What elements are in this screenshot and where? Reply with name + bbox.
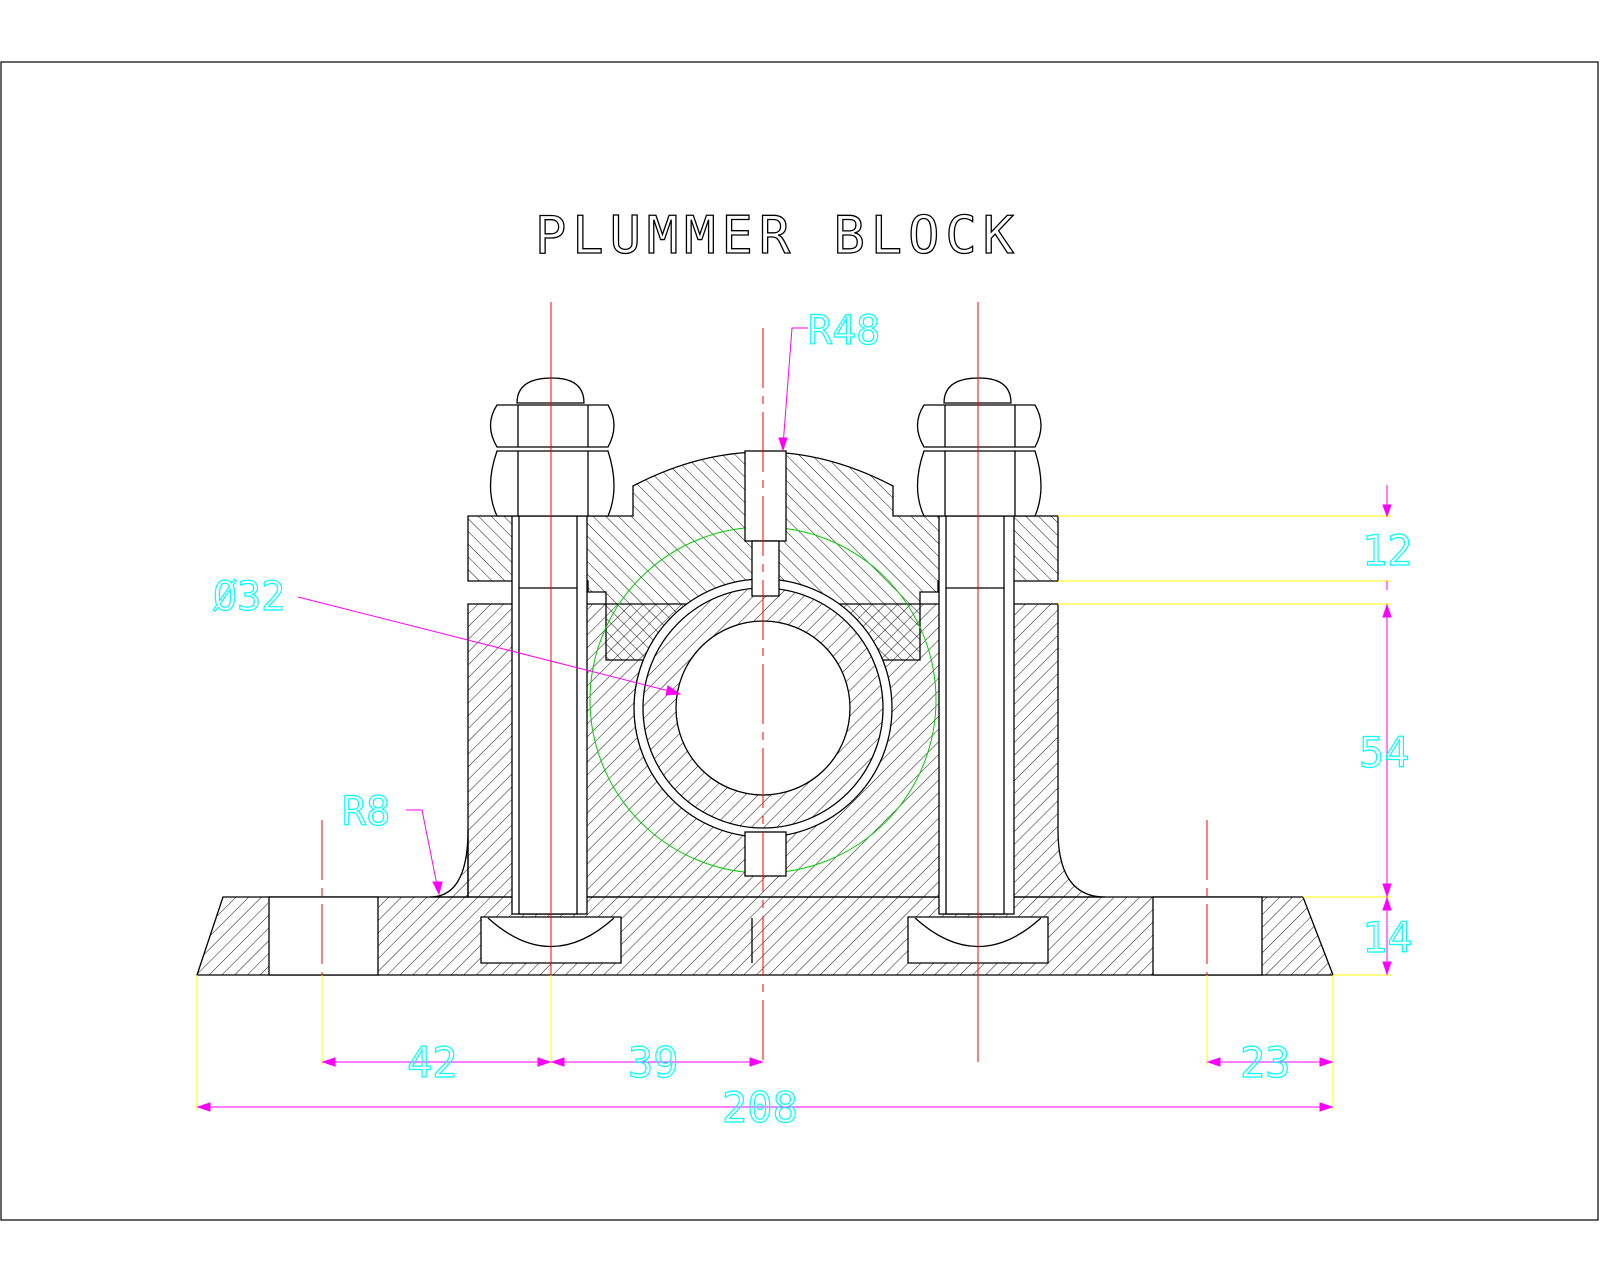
dim-base-thickness: 14: [1362, 913, 1413, 962]
dim-overall-length: 208: [722, 1083, 798, 1132]
oil-hole-mid: [751, 540, 780, 597]
centerlines: [321, 302, 1208, 1062]
dim-cap-thickness: 12: [1362, 526, 1413, 575]
extension-lines: [196, 515, 1392, 1110]
dim-bolt-hole-offset: 42: [407, 1038, 458, 1087]
left-nuts: [489, 377, 615, 517]
dim-bearing-radius: R48: [808, 308, 880, 354]
left-bolt: [480, 515, 622, 964]
dim-bolt-to-center: 39: [628, 1038, 679, 1087]
dim-right-hole-offset: 23: [1240, 1038, 1291, 1087]
dim-bore-diameter: Ø32: [213, 574, 285, 620]
drawing-title: PLUMMER BLOCK: [535, 206, 1020, 266]
right-bolt: [907, 515, 1049, 964]
drawing-frame: [0, 61, 1599, 1221]
oil-hole-bottom: [744, 831, 787, 877]
dim-body-height: 54: [1359, 728, 1410, 777]
oil-hole-top: [744, 450, 787, 542]
right-nuts: [916, 377, 1042, 517]
dimension-lines: [196, 327, 1392, 1112]
dimension-labels: R48 Ø32 R8 12 54 14 42 39 23 208: [212, 307, 1413, 1132]
left-base-hole: [268, 896, 379, 976]
dim-fillet-radius: R8: [342, 789, 390, 835]
